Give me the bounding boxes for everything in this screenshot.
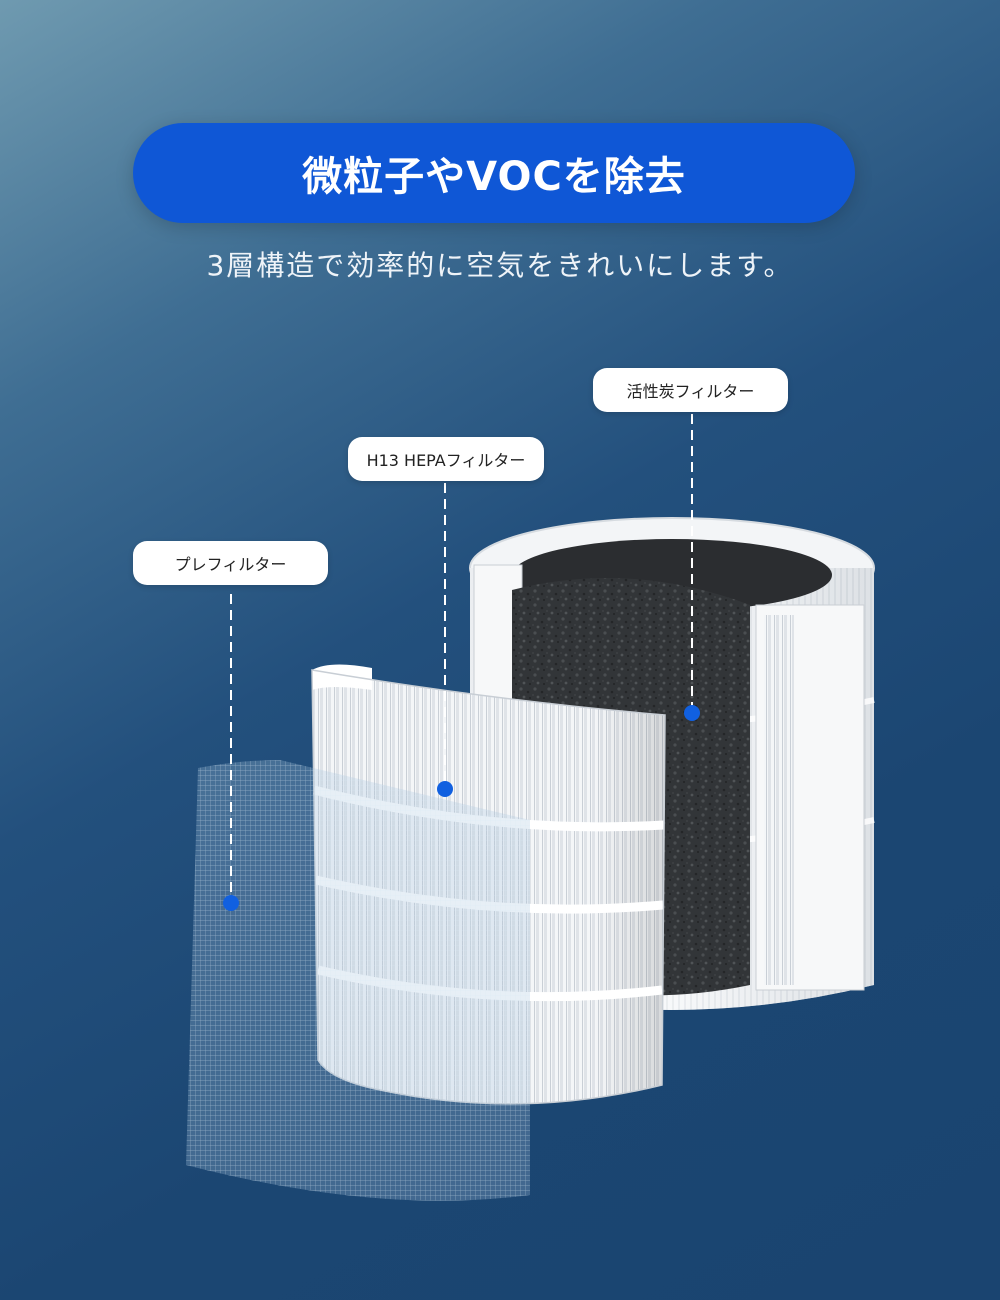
carbon-filter-marker xyxy=(684,705,700,721)
carbon-filter-label: 活性炭フィルター xyxy=(593,368,788,412)
pre-filter-label: プレフィルター xyxy=(133,541,328,585)
title-banner: 微粒子やVOCを除去 xyxy=(133,123,855,223)
page-title: 微粒子やVOCを除去 xyxy=(302,154,686,200)
page-subtitle: 3層構造で効率的に空気をきれいにします。 xyxy=(206,249,794,282)
pre-filter-mesh xyxy=(186,760,530,1201)
hepa-filter-label: H13 HEPAフィルター xyxy=(348,437,544,481)
pre-filter-marker xyxy=(223,895,239,911)
hepa-filter-marker xyxy=(437,781,453,797)
